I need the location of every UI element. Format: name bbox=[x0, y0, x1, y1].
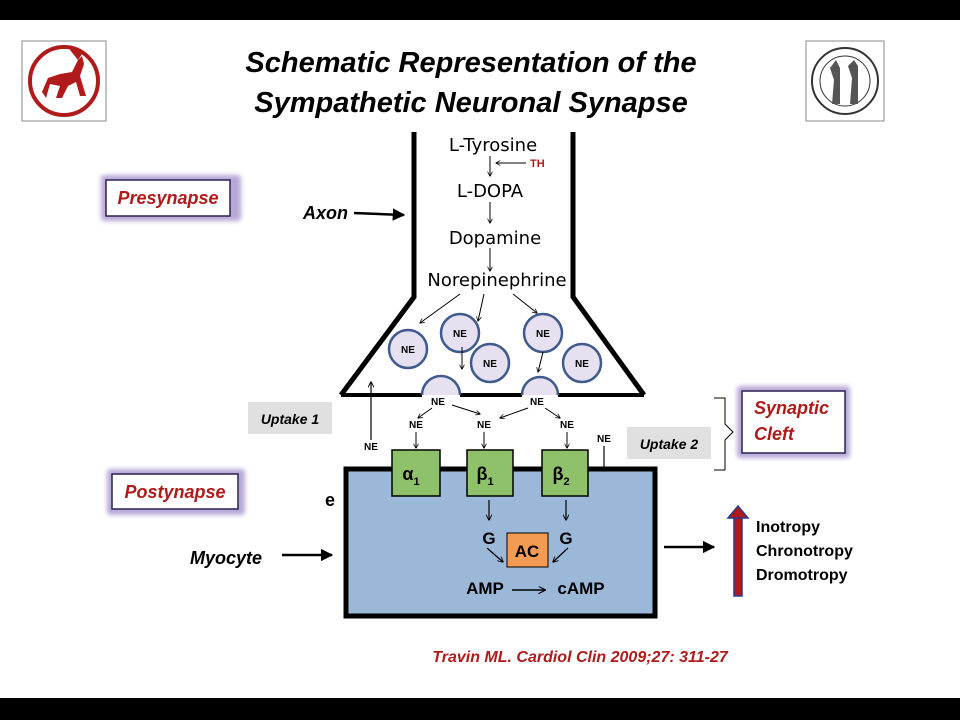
released-ne-label: NE bbox=[530, 397, 544, 408]
g-to-ac-arrow bbox=[486, 547, 503, 562]
vesicle-label: NE bbox=[483, 359, 497, 370]
cleft-bracket bbox=[714, 397, 734, 471]
ac-label: AC bbox=[515, 542, 540, 561]
ne-label: NE bbox=[560, 420, 574, 431]
beta2-receptor bbox=[541, 449, 589, 497]
slide: Schematic Representation of the Sympathe… bbox=[0, 20, 960, 698]
axon-arrow bbox=[353, 208, 406, 221]
beta1-symbol: β bbox=[476, 464, 487, 484]
uptake1-box bbox=[248, 402, 332, 434]
alpha1-receptor bbox=[391, 449, 441, 497]
ne-to-vesicle-arrow bbox=[478, 293, 485, 321]
vesicle-label: NE bbox=[401, 345, 415, 356]
alpha1-subscript: 1 bbox=[413, 476, 419, 488]
uptake2-box bbox=[627, 427, 711, 459]
synapse-diagram: Schematic Representation of the Sympathe… bbox=[21, 40, 885, 666]
fusing-vesicle bbox=[520, 375, 560, 396]
uptake2-ne-label: NE bbox=[597, 434, 611, 445]
vesicle bbox=[439, 312, 481, 354]
release-arrow bbox=[451, 404, 480, 414]
beta1-subscript: 1 bbox=[487, 476, 493, 488]
beta1-receptor bbox=[466, 449, 514, 497]
vesicle bbox=[387, 328, 429, 370]
released-ne-label: NE bbox=[431, 397, 445, 408]
vesicle-label: NE bbox=[536, 329, 550, 340]
beta2-subscript: 2 bbox=[563, 476, 569, 488]
title-line-2: Sympathetic Neuronal Synapse bbox=[254, 87, 688, 119]
beta2-symbol: β bbox=[552, 464, 563, 484]
stray-character: e bbox=[325, 490, 335, 510]
vesicles: NE NE NE NE NE bbox=[387, 312, 603, 396]
svg-text:β2: β2 bbox=[552, 464, 569, 488]
postsynapse-label: Postynapse bbox=[124, 482, 225, 502]
vesicle-label: NE bbox=[575, 359, 589, 370]
synaptic-cleft-label-line1: Synaptic bbox=[754, 398, 829, 418]
fusing-vesicle bbox=[420, 374, 462, 396]
presynapse-box: Presynapse bbox=[101, 175, 241, 221]
ne-to-vesicle-arrow bbox=[512, 293, 537, 313]
ne-label: NE bbox=[409, 420, 423, 431]
release-arrow bbox=[544, 407, 560, 418]
l-tyrosine-label: L-Tyrosine bbox=[449, 135, 537, 156]
dromotropy-label: Dromotropy bbox=[756, 567, 848, 584]
amp-label: AMP bbox=[466, 579, 504, 598]
citation: Travin ML. Cardiol Clin 2009;27: 311-27 bbox=[432, 649, 729, 666]
vesicle bbox=[561, 342, 603, 384]
svg-text:α1: α1 bbox=[402, 464, 419, 488]
presynaptic-terminal bbox=[338, 132, 647, 397]
chronotropy-label: Chronotropy bbox=[756, 543, 853, 560]
increase-arrow-icon bbox=[726, 504, 750, 597]
dopamine-label: Dopamine bbox=[449, 228, 541, 249]
axon-label: Axon bbox=[302, 203, 348, 223]
postsynapse-box: Postynapse bbox=[107, 469, 245, 515]
alpha1-symbol: α bbox=[402, 464, 413, 484]
vesicle-label: NE bbox=[453, 329, 467, 340]
vesicle-arrow bbox=[538, 351, 544, 372]
release-arrow bbox=[500, 407, 529, 418]
ne-to-vesicle-arrow bbox=[420, 293, 461, 323]
vesicle bbox=[469, 342, 511, 384]
norepinephrine-label: Norepinephrine bbox=[427, 270, 566, 291]
synaptic-cleft-label-line2: Cleft bbox=[754, 424, 795, 444]
uptake1-label: Uptake 1 bbox=[261, 411, 320, 427]
release-arrow bbox=[418, 407, 433, 418]
university-seal bbox=[805, 40, 885, 122]
inotropy-label: Inotropy bbox=[756, 519, 820, 536]
g-protein-left: G bbox=[482, 529, 495, 548]
uptake2-label: Uptake 2 bbox=[640, 436, 699, 452]
l-dopa-label: L-DOPA bbox=[457, 181, 524, 202]
presynapse-label: Presynapse bbox=[117, 188, 218, 208]
myocyte-label: Myocyte bbox=[190, 548, 262, 568]
th-enzyme-label: TH bbox=[530, 158, 545, 170]
ac-box bbox=[506, 532, 549, 568]
g-protein-right: G bbox=[559, 529, 572, 548]
camp-label: cAMP bbox=[557, 579, 604, 598]
svg-text:β1: β1 bbox=[476, 464, 493, 488]
synaptic-cleft-box: Synaptic Cleft bbox=[737, 386, 850, 458]
title-line-1: Schematic Representation of the bbox=[245, 47, 696, 79]
ne-label: NE bbox=[477, 420, 491, 431]
g-to-ac-arrow bbox=[553, 547, 569, 562]
centaur-logo bbox=[21, 40, 107, 122]
uptake1-ne-label: NE bbox=[364, 442, 378, 453]
